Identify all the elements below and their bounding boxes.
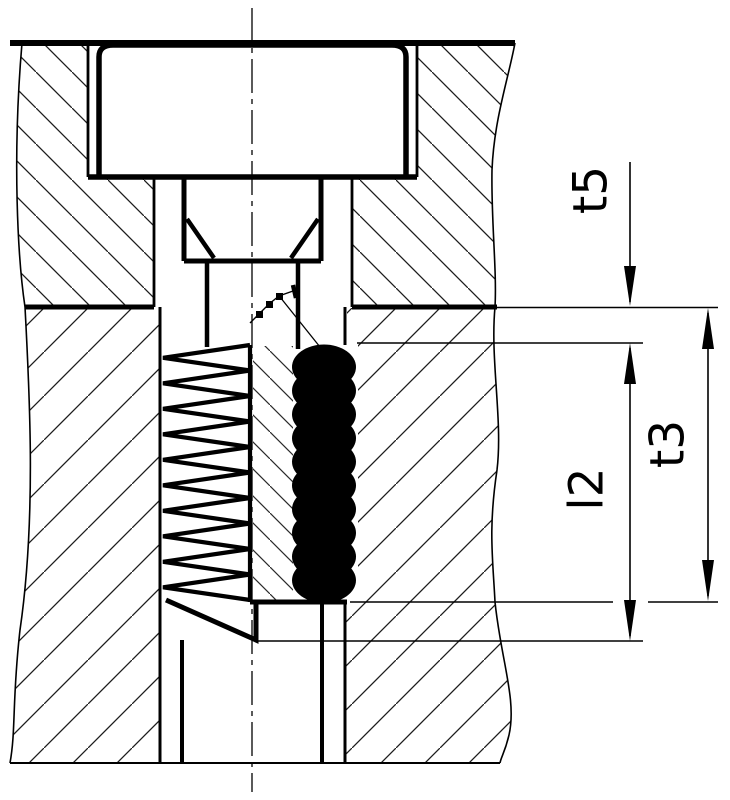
upper-plate-hatch [16,43,515,307]
screw-neck-sides [181,179,324,261]
dim-label-t5: t5 [564,166,619,214]
dim-label-l2: l2 [560,468,615,511]
l2-arrow-down [624,600,636,641]
l2-arrow-up [624,343,636,384]
screw-core-sides [204,261,301,349]
counterbore-walls [86,43,419,177]
screw-head-outline [96,42,409,177]
thread-runout-mark [249,284,325,353]
thread-teeth [162,342,251,603]
clearance-hole-walls [152,177,354,307]
screw-cone-transition [185,217,320,260]
dimension-arrows [624,266,714,641]
lower-plate-hatch [10,307,512,763]
thread-fill-blobs [292,344,356,603]
t5-arrow-down [624,266,636,306]
dim-label-t3: t3 [641,420,696,468]
screw-tip-chamfer [164,597,259,644]
t3-arrow-up [702,308,714,349]
thread-root-hatch-strip [253,346,293,600]
pilot-hole-walls [180,602,324,763]
right-break-edge [491,42,516,764]
t3-arrow-down [702,560,714,601]
left-break-edge [9,42,32,764]
